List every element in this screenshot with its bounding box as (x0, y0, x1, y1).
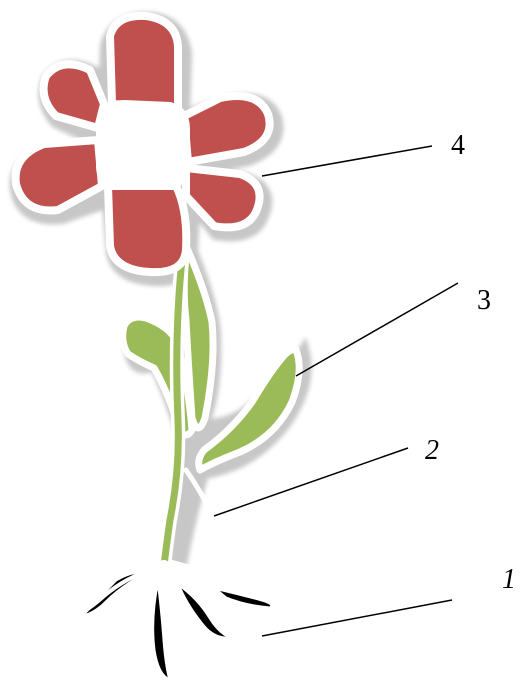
leader-line-flower (262, 146, 432, 176)
callout-label-leaf: 3 (477, 287, 491, 315)
petal (110, 16, 178, 108)
callout-label-flower: 4 (451, 132, 465, 160)
leader-line-roots (262, 600, 452, 636)
callout-label-stem: 2 (425, 437, 439, 465)
root-icon (50, 566, 276, 690)
leader-line-leaf (296, 283, 458, 376)
flower-center (100, 104, 186, 186)
callout-label-roots: 1 (502, 566, 516, 594)
petal (108, 186, 186, 272)
